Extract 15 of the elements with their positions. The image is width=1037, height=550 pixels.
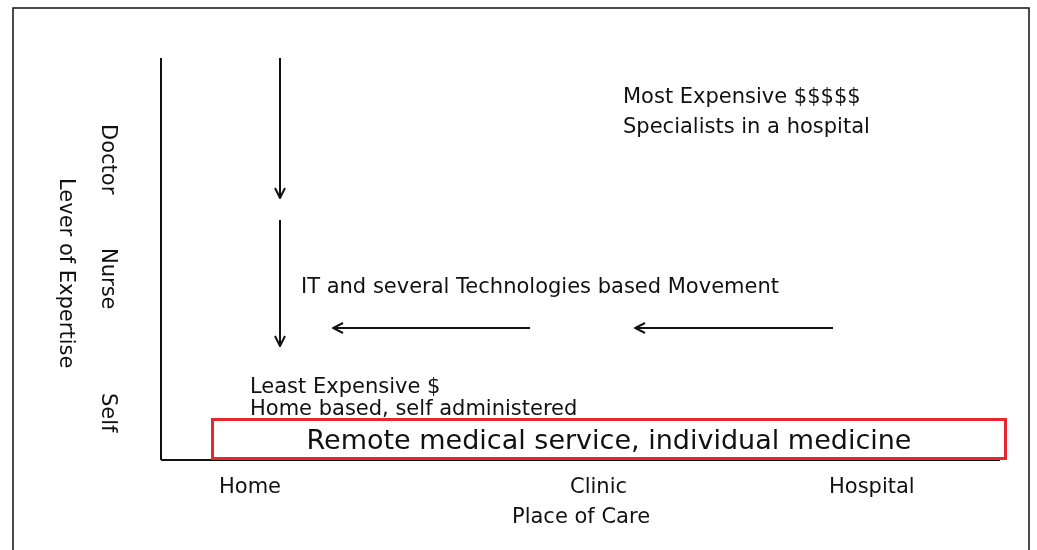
price-note: Least Expensive $ <box>250 374 441 399</box>
axis-tick-label: Hospital <box>829 474 915 500</box>
movement-label: IT and several Technologies based Movement <box>301 274 779 300</box>
axis-title: Place of Care <box>512 504 651 530</box>
axis-tick-label: Doctor <box>96 124 122 195</box>
axis-tick-label: Self <box>96 393 122 433</box>
axis-tick-label: Home <box>219 474 281 500</box>
price-note: Home based, self administered <box>250 396 578 422</box>
highlight-box <box>211 418 1007 460</box>
axis-tick-label: Clinic <box>570 474 628 500</box>
price-note: Most Expensive $$$$$ <box>623 84 861 110</box>
axis-tick-label: Nurse <box>96 248 122 310</box>
highlight-text: Remote medical service, individual medicine <box>306 423 912 455</box>
axis-title: Lever of Expertise <box>54 178 80 369</box>
price-note: Specialists in a hospital <box>623 114 870 140</box>
